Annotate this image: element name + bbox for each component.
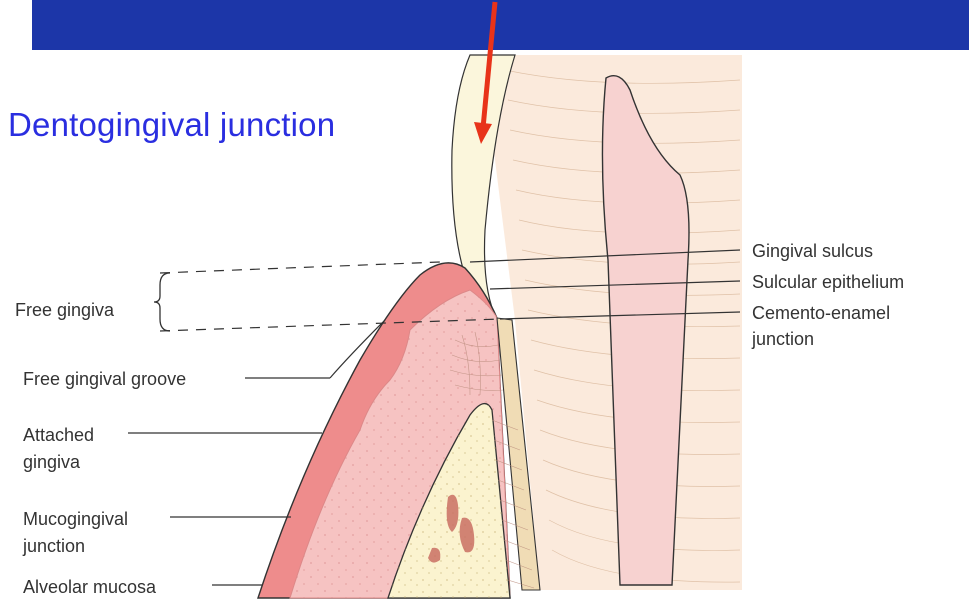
label-gingiva: gingiva — [23, 451, 80, 473]
label-mucogingival: Mucogingival — [23, 508, 128, 530]
label-gingival-sulcus: Gingival sulcus — [752, 240, 873, 262]
dashed-line-top — [160, 262, 440, 273]
label-junction-left: junction — [23, 535, 85, 557]
label-junction-right: junction — [752, 328, 814, 350]
label-attached: Attached — [23, 424, 94, 446]
label-free-gingiva: Free gingiva — [15, 299, 114, 321]
label-free-gingival-groove: Free gingival groove — [23, 368, 186, 390]
page-title: Dentogingival junction — [8, 106, 335, 144]
label-alveolar-mucosa: Alveolar mucosa — [23, 576, 156, 598]
label-cemento-enamel: Cemento-enamel — [752, 302, 890, 324]
label-sulcular-epithelium: Sulcular epithelium — [752, 271, 904, 293]
curly-brace — [154, 273, 170, 331]
